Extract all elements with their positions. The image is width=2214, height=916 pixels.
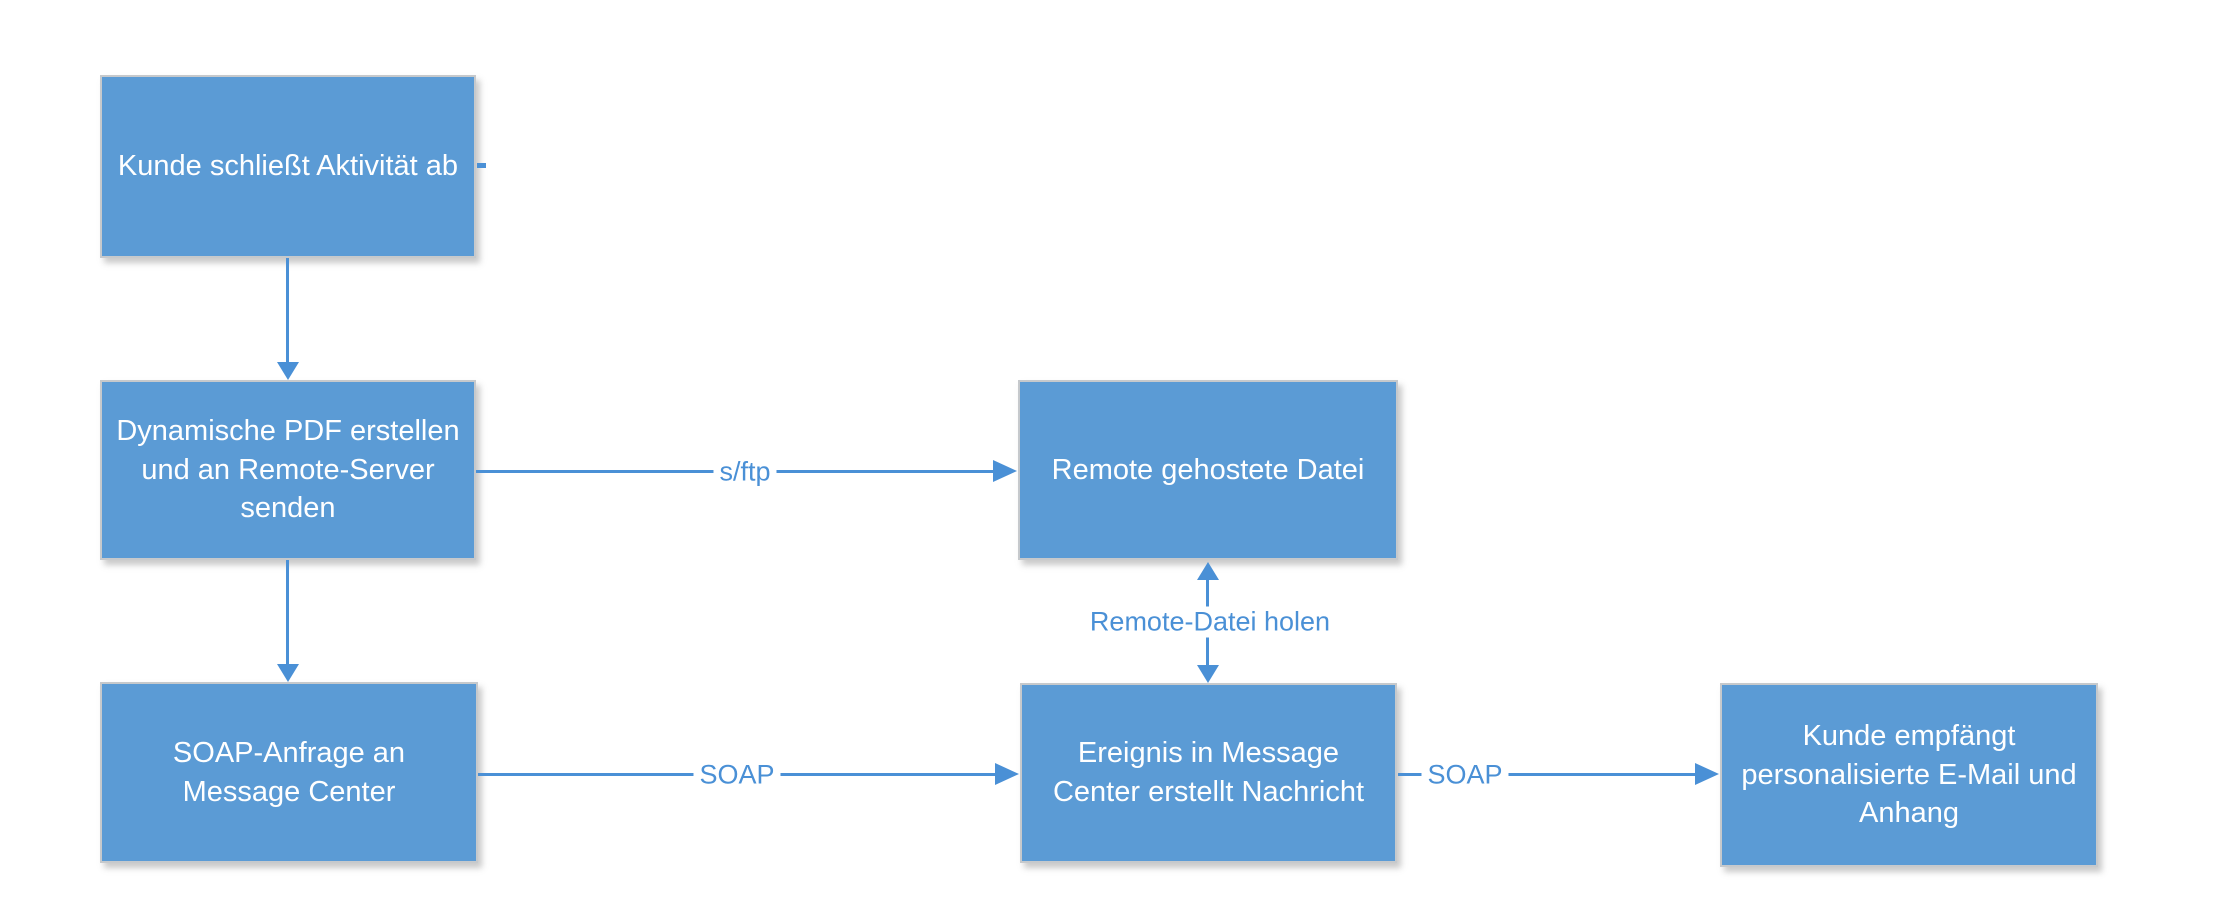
edge-label-remote-datei-holen: Remote-Datei holen [1083, 606, 1337, 638]
arrow-kunde-to-pdf-line [286, 258, 289, 364]
node-kunde-empfaengt-email: Kunde empfängt personalisierte E-Mail un… [1720, 683, 2098, 867]
node-label: Dynamische PDF erstellen und an Remote-S… [116, 415, 460, 525]
arrowhead-right-icon [993, 460, 1017, 482]
arrow-pdf-to-soap-line [286, 560, 289, 666]
connector-stub [477, 163, 486, 168]
node-label: Kunde schließt Aktivität ab [117, 150, 459, 183]
node-label: Ereignis in Message Center erstellt Nach… [1052, 737, 1365, 808]
arrow-ereignis-to-kunde-line [1398, 773, 1696, 776]
node-dynamische-pdf-erstellen: Dynamische PDF erstellen und an Remote-S… [100, 380, 476, 560]
node-soap-anfrage-message-center: SOAP-Anfrage an Message Center [100, 682, 478, 863]
arrowhead-right-icon [995, 763, 1019, 785]
edge-label-sftp: s/ftp [713, 456, 777, 488]
node-label: Kunde empfängt personalisierte E-Mail un… [1741, 720, 2077, 830]
node-remote-gehostete-datei: Remote gehostete Datei [1018, 380, 1398, 560]
arrowhead-up-icon [1197, 562, 1219, 580]
edge-label-soap-1: SOAP [693, 759, 781, 791]
arrowhead-down-icon [277, 362, 299, 380]
node-label: SOAP-Anfrage an Message Center [172, 736, 406, 808]
arrowhead-down-icon [1197, 665, 1219, 683]
arrowhead-right-icon [1695, 763, 1719, 785]
node-ereignis-message-center: Ereignis in Message Center erstellt Nach… [1020, 683, 1397, 863]
node-label: Remote gehostete Datei [1051, 453, 1365, 486]
arrowhead-down-icon [277, 664, 299, 682]
edge-label-soap-2: SOAP [1421, 759, 1509, 791]
node-kunde-schliesst-aktivitaet: Kunde schließt Aktivität ab [100, 75, 476, 258]
